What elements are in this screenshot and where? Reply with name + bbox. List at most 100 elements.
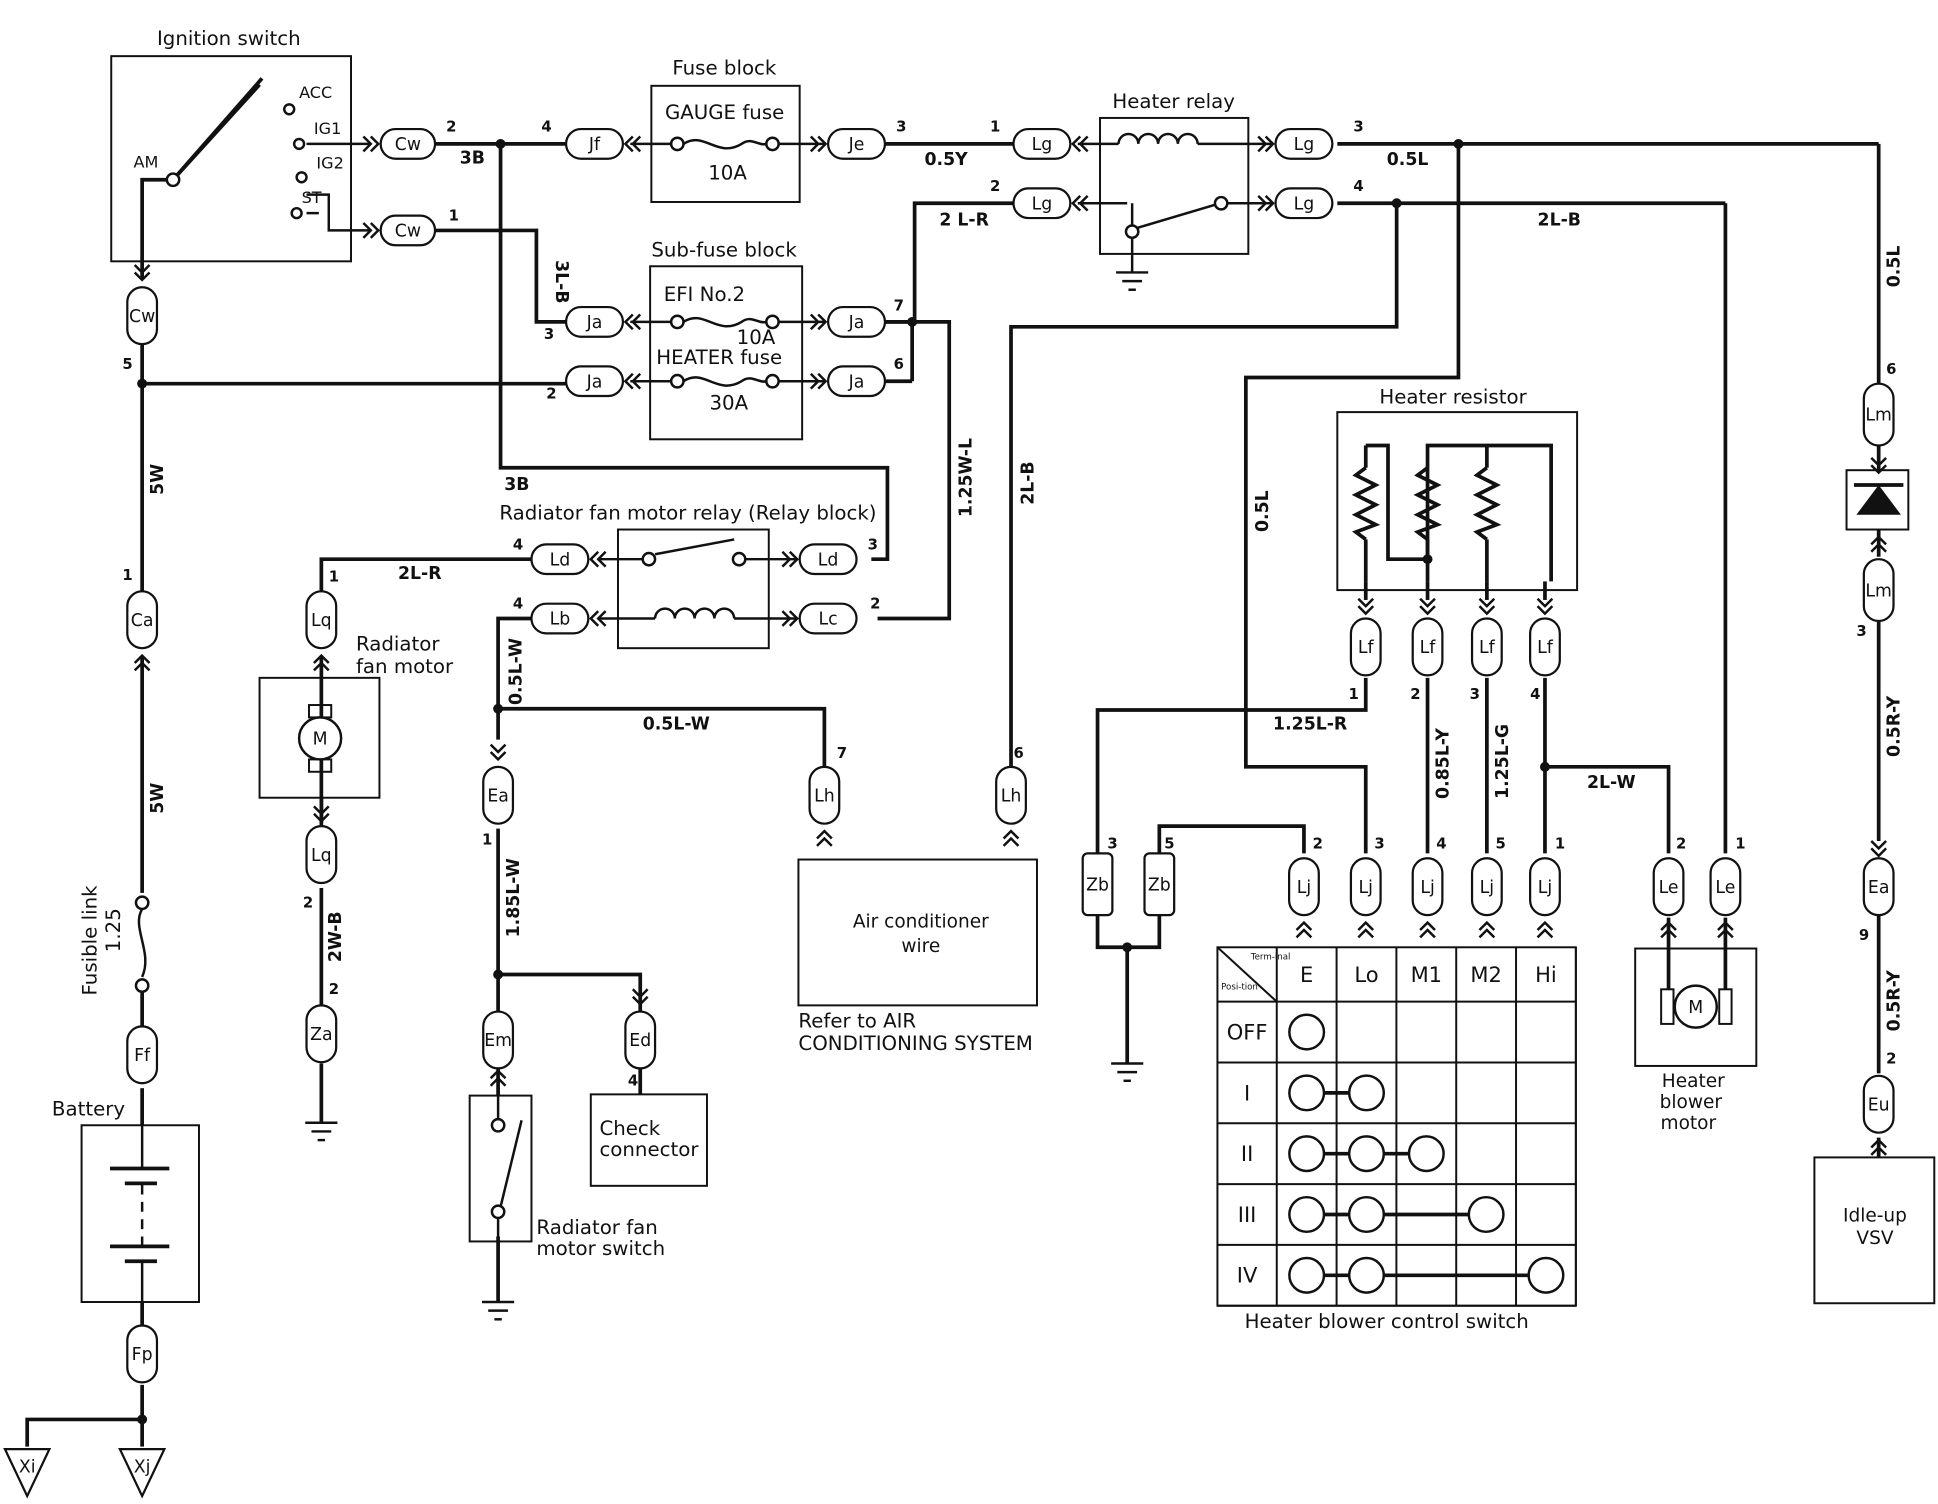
table-column-header: Lo xyxy=(1354,962,1378,987)
sub-fuse-block: Sub-fuse block EFI No.2 10A HEATER fuse … xyxy=(630,238,826,441)
terminal-am-label: AM xyxy=(133,152,158,171)
switch-contact xyxy=(1288,1074,1326,1112)
wire-label: 1.85L-W xyxy=(504,858,524,937)
sub-fuse-block-title: Sub-fuse block xyxy=(651,238,797,261)
pin: 1 xyxy=(449,208,459,225)
radiator-fan-motor: Radiator fan motor M xyxy=(258,633,454,1142)
check-connector-line1: Check xyxy=(599,1117,660,1140)
connector-lj-2: Lj xyxy=(1359,878,1373,898)
wire-labels: 3B 0.5Y 0.5L 2 L-R 2L-B 3L-B 3B 1.25W-L … xyxy=(148,149,1905,1032)
radiator-fan-relay: Radiator fan motor relay (Relay block) xyxy=(499,502,877,650)
pin: 3 xyxy=(868,536,878,553)
connector-jf: Jf xyxy=(588,135,601,155)
pin: 2 xyxy=(1886,1050,1896,1067)
blower-motor-symbol: M xyxy=(1688,998,1703,1018)
ac-reference-line1: Refer to AIR xyxy=(798,1010,916,1033)
connector-ja-1: Ja xyxy=(586,313,603,333)
wire-label: 0.5L xyxy=(1885,246,1905,288)
connectors-vertical: Cw Ca Ff Fp Lq Lq Za Ea Em Ed Lh Lh Lf xyxy=(3,264,1895,1499)
pin: 3 xyxy=(1470,686,1480,703)
heater-blower-control-switch-title: Heater blower control switch xyxy=(1245,1310,1529,1333)
table-column-header: E xyxy=(1300,962,1313,987)
connector-lq-2: Lq xyxy=(311,846,332,866)
fusible-link: Fusible link 1.25 xyxy=(78,885,150,996)
switch-contact xyxy=(1407,1135,1445,1173)
pin-numbers: 2 1 4 3 1 2 3 4 3 2 7 6 4 3 4 2 1 2 2 1 … xyxy=(122,119,1896,1090)
pin: 1 xyxy=(482,832,492,849)
pin: 1 xyxy=(1735,835,1745,852)
wiring xyxy=(25,77,1881,1447)
connector-lh-2: Lh xyxy=(1001,786,1022,806)
switch-contact xyxy=(1527,1256,1565,1294)
switch-contact xyxy=(1347,1195,1386,1234)
connector-ea-right: Ea xyxy=(1868,878,1890,898)
wire-label: 0.5L-W xyxy=(643,715,710,735)
connector-je: Je xyxy=(848,135,865,155)
fusible-link-line2: 1.25 xyxy=(102,908,125,952)
table-header-terminal: Term-inal xyxy=(1250,953,1291,963)
connector-ff: Ff xyxy=(134,1046,151,1066)
connector-lf-2: Lf xyxy=(1420,638,1437,658)
connector-lg-2: Lg xyxy=(1032,194,1053,214)
table-column-header: M2 xyxy=(1470,962,1501,987)
fusible-link-line1: Fusible link xyxy=(78,885,101,996)
wire-label: 0.5L xyxy=(1387,150,1429,170)
wire-label: 3B xyxy=(460,149,485,169)
connector-ld-1: Ld xyxy=(550,550,571,570)
connector-lf-3: Lf xyxy=(1479,638,1496,658)
air-conditioner-wire: Air conditioner wire Refer to AIR CONDIT… xyxy=(797,858,1038,1055)
connector-em: Em xyxy=(484,1031,512,1051)
pin: 2 xyxy=(303,895,313,912)
check-connector-line2: connector xyxy=(599,1138,699,1161)
switch-contact xyxy=(1288,1256,1326,1294)
connector-lj-3: Lj xyxy=(1420,878,1434,898)
pin: 2 xyxy=(446,119,456,136)
connector-lh-1: Lh xyxy=(814,786,835,806)
radiator-fan-motor-line1: Radiator xyxy=(356,633,440,656)
wire-label: 3L-B xyxy=(551,260,571,303)
pin: 6 xyxy=(894,356,904,373)
terminal-st-label: ST xyxy=(302,188,322,207)
heater-blower-motor: M Heater blower motor xyxy=(1634,947,1758,1134)
pin: 2 xyxy=(990,178,1000,195)
pin: 2 xyxy=(1410,686,1420,703)
ignition-switch-title: Ignition switch xyxy=(157,27,301,50)
blower-motor-line2: blower xyxy=(1660,1092,1723,1113)
gauge-fuse-label: GAUGE fuse xyxy=(665,101,784,124)
wire-label: 0.5R-Y xyxy=(1885,970,1905,1032)
table-row-position: III xyxy=(1238,1202,1257,1227)
blower-motor-line3: motor xyxy=(1661,1113,1717,1134)
connector-le-1: Le xyxy=(1659,878,1679,898)
wire-label: 0.5L-W xyxy=(507,638,527,705)
connector-lm-2: Lm xyxy=(1865,581,1892,601)
pin: 6 xyxy=(1886,361,1896,378)
pin: 1 xyxy=(990,119,1000,136)
ignition-switch: Ignition switch ACC IG1 IG2 ST AM xyxy=(110,27,353,263)
wire-label: 2L-W xyxy=(1587,773,1636,793)
pin: 1 xyxy=(1348,686,1358,703)
radiator-fan-switch: Radiator fan motor switch xyxy=(468,1094,665,1321)
pin: 3 xyxy=(896,119,906,136)
table-row-position: IV xyxy=(1237,1263,1258,1288)
fuse-block-title: Fuse block xyxy=(672,57,777,80)
heater-resistor: Heater resistor xyxy=(1336,385,1579,592)
table-column-header: M1 xyxy=(1411,962,1442,987)
connector-lj-1: Lj xyxy=(1297,878,1311,898)
pin: 7 xyxy=(894,298,904,315)
wire-label: 0.5R-Y xyxy=(1885,695,1905,757)
pin: 4 xyxy=(541,119,551,136)
wire-label: 2 L-R xyxy=(939,210,989,230)
switch-contact xyxy=(1288,1195,1326,1234)
wire-label: 1.25L-G xyxy=(1493,724,1513,799)
pin: 3 xyxy=(1856,623,1866,640)
radiator-fan-relay-title: Radiator fan motor relay (Relay block) xyxy=(499,502,876,525)
terminal-ig1-label: IG1 xyxy=(314,119,341,138)
efi-fuse-label: EFI No.2 xyxy=(664,283,745,306)
connector-lg-3: Lg xyxy=(1294,135,1315,155)
connector-xj: Xj xyxy=(134,1458,151,1478)
wire-label: 1.25L-R xyxy=(1273,715,1347,735)
connector-lj-5: Lj xyxy=(1538,878,1552,898)
idle-up-line2: VSV xyxy=(1856,1228,1893,1249)
switch-contact xyxy=(1288,1013,1326,1051)
terminal-acc-label: ACC xyxy=(299,83,332,102)
